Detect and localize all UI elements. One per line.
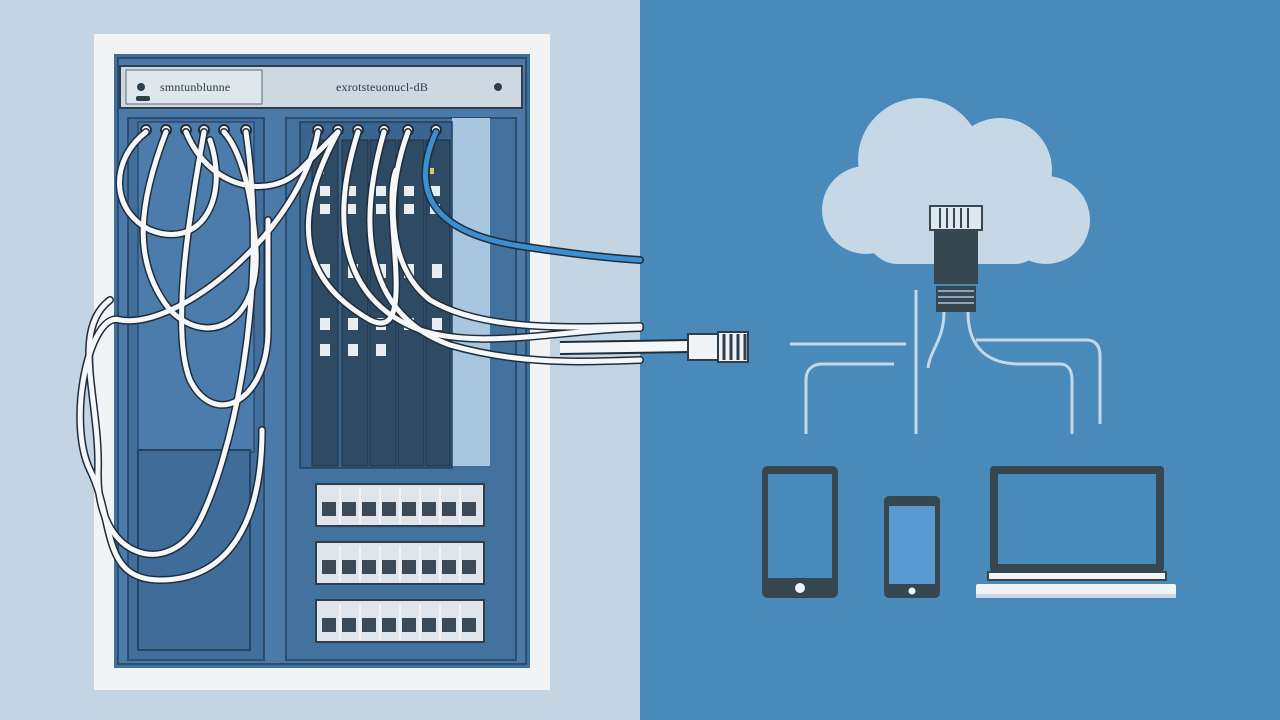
rack-label-right: exrotsteuonucl-dB xyxy=(336,80,429,94)
cloud-icon xyxy=(822,98,1090,264)
cables xyxy=(76,128,644,585)
rack-screw-icon xyxy=(494,83,502,91)
rack-screw-icon xyxy=(137,83,145,91)
rack-light-panel xyxy=(452,118,490,466)
tablet-icon xyxy=(762,466,838,598)
network-lines xyxy=(790,290,1102,434)
ethernet-plug-icon xyxy=(559,331,749,363)
rack-label-left: smntunblunne xyxy=(160,80,231,94)
smartphone-icon xyxy=(884,496,940,598)
ethernet-connector-icon xyxy=(929,205,983,312)
laptop-icon xyxy=(976,466,1176,598)
